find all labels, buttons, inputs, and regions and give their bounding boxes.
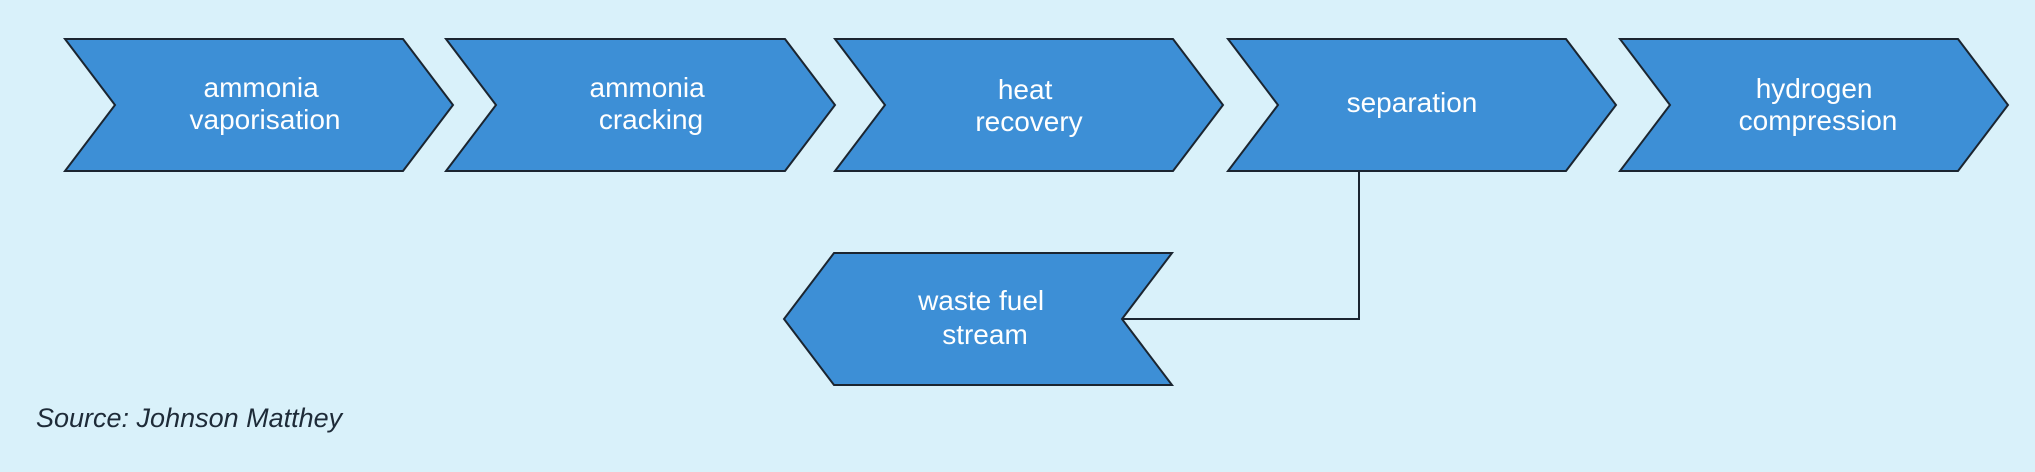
process-step-heat-recovery: heat recovery [832, 38, 1225, 172]
step-label: heat recovery [975, 74, 1082, 137]
branch-label: waste fuel stream [917, 285, 1052, 350]
step-label: hydrogen compression [1739, 73, 1898, 136]
reverse-chevron-shape [782, 252, 1175, 386]
chevron-shape [62, 38, 455, 172]
chevron-shape [832, 38, 1225, 172]
chevron-shape [443, 38, 837, 172]
step-label: ammonia vaporisation [190, 72, 341, 135]
process-step-hydrogen-compression: hydrogen compression [1617, 38, 2010, 172]
process-step-separation: separation [1225, 38, 1618, 172]
step-label: ammonia cracking [590, 72, 713, 135]
source-caption: Source: Johnson Matthey [36, 403, 343, 433]
branch-connector-line [1122, 171, 1360, 320]
chevron-shape [1225, 38, 1618, 172]
process-step-waste-fuel-stream: waste fuel stream [782, 252, 1175, 386]
process-step-ammonia-cracking: ammonia cracking [443, 38, 837, 172]
chevron-shape [1617, 38, 2010, 172]
process-step-ammonia-vaporisation: ammonia vaporisation [62, 38, 455, 172]
step-label: separation [1347, 87, 1478, 118]
